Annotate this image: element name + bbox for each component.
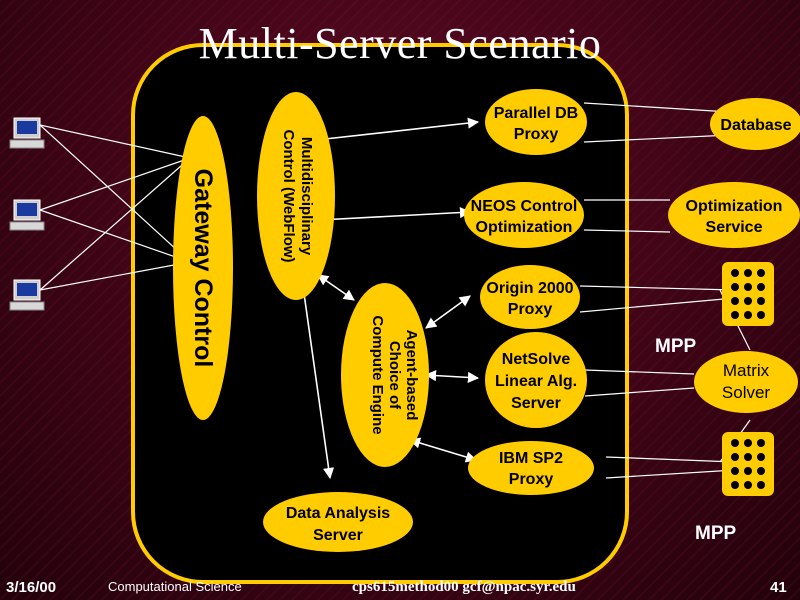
- gateway-control-label: Gateway Control: [189, 169, 217, 368]
- matrix-solver-ellipse[interactable]: [694, 351, 798, 413]
- netsolve-server-label: Server: [511, 395, 561, 412]
- neos-label: NEOS Control: [471, 198, 578, 215]
- neos-ellipse[interactable]: [464, 182, 584, 248]
- footer-page-number: 41: [770, 579, 787, 596]
- multidisciplinary-label: Multidisciplinary: [298, 137, 315, 256]
- agent-based-label: Agent-based: [403, 330, 420, 421]
- database-ellipse[interactable]: [710, 98, 800, 150]
- data-analysis-server-label: Server: [313, 527, 363, 544]
- neos-optimization-label: Optimization: [476, 219, 573, 236]
- parallel-db-proxy-label: Proxy: [514, 126, 559, 143]
- agent-based-ellipse[interactable]: [341, 283, 429, 467]
- ibm-sp2-ellipse[interactable]: [468, 441, 594, 495]
- webflow-label: Control (WebFlow): [280, 129, 297, 262]
- parallel-db-ellipse[interactable]: [485, 89, 587, 155]
- ibm-proxy-label: Proxy: [509, 471, 554, 488]
- database-label: Database: [720, 117, 791, 134]
- data-analysis-ellipse[interactable]: [263, 492, 413, 552]
- internal-arrows: [295, 117, 480, 480]
- matrix-label: Matrix: [723, 361, 770, 380]
- footer-date: 3/16/00: [6, 579, 57, 596]
- compute-engine-label: Compute Engine: [369, 315, 386, 434]
- ibm-sp2-label: IBM SP2: [499, 450, 563, 467]
- netsolve-linear-label: Linear Alg.: [495, 373, 577, 390]
- matrix-solver-label: Solver: [722, 383, 771, 402]
- service-lines: [579, 102, 751, 479]
- mpp-upper-label: MPP: [655, 336, 697, 357]
- origin-2000-ellipse[interactable]: [480, 265, 580, 329]
- computer-icon[interactable]: [9, 199, 45, 231]
- mpp-grid-icon: [722, 262, 774, 326]
- footer-course: cps615method00 gcf@npac.syr.edu: [352, 579, 576, 595]
- mpp-grid-icon: [722, 432, 774, 496]
- optimization-label: Optimization: [686, 198, 783, 215]
- origin-2000-label: Origin 2000: [486, 280, 573, 297]
- netsolve-ellipse[interactable]: [485, 332, 587, 428]
- optimization-service-ellipse[interactable]: [668, 182, 800, 248]
- computer-icon[interactable]: [9, 117, 45, 149]
- slide-title: Multi-Server Scenario: [198, 19, 602, 68]
- data-analysis-label: Data Analysis: [286, 505, 390, 522]
- client-lines: [39, 124, 191, 291]
- multidisciplinary-ellipse[interactable]: [257, 92, 335, 300]
- computer-icon[interactable]: [9, 279, 45, 311]
- netsolve-label: NetSolve: [502, 351, 571, 368]
- origin-proxy-label: Proxy: [508, 301, 553, 318]
- parallel-db-label: Parallel DB: [494, 105, 578, 122]
- choice-of-label: Choice of: [386, 341, 403, 410]
- mpp-lower-label: MPP: [695, 523, 737, 544]
- footer-department: Computational Science: [108, 579, 242, 594]
- gateway-control-ellipse[interactable]: [173, 116, 233, 420]
- optimization-service-label: Service: [706, 219, 763, 236]
